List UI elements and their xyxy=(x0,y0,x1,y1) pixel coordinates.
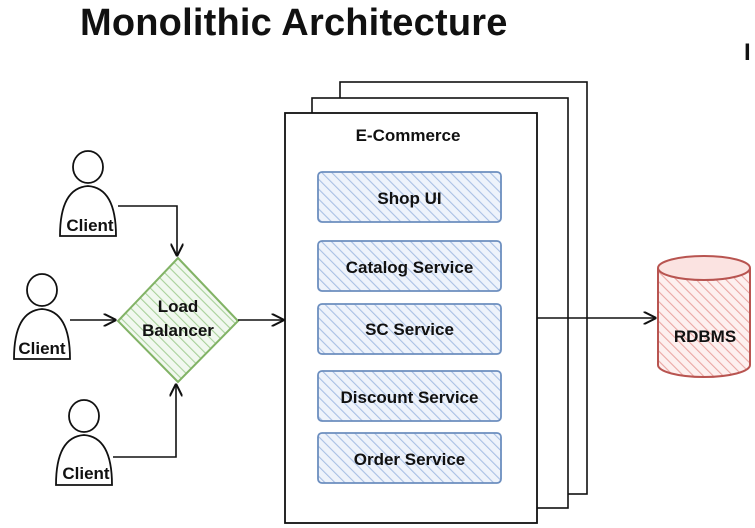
user-icon xyxy=(13,273,71,360)
load-balancer-label-line2: Balancer xyxy=(142,321,214,340)
client-bottom: Client xyxy=(55,399,113,486)
client-top: Client xyxy=(59,150,117,237)
connector-client-top-to-balancer xyxy=(118,205,177,255)
connector-client-bottom-to-balancer xyxy=(113,385,176,458)
service-sc: SC Service xyxy=(317,303,502,355)
client-label: Client xyxy=(62,464,110,483)
service-label: Discount Service xyxy=(341,388,479,407)
service-catalog: Catalog Service xyxy=(317,240,502,292)
service-order: Order Service xyxy=(317,432,502,484)
user-icon xyxy=(59,150,117,237)
service-shop-ui: Shop UI xyxy=(317,171,502,223)
service-label: SC Service xyxy=(365,320,454,339)
client-label: Client xyxy=(66,216,114,235)
load-balancer-label-line1: Load xyxy=(158,297,199,316)
page-title: Monolithic Architecture xyxy=(80,2,508,44)
service-discount: Discount Service xyxy=(317,370,502,422)
service-label: Shop UI xyxy=(377,189,441,208)
user-icon xyxy=(55,399,113,486)
database-label: RDBMS xyxy=(674,327,736,346)
database: RDBMS xyxy=(657,255,751,378)
load-balancer: Load Balancer xyxy=(116,256,240,384)
cropped-title-glyph: I xyxy=(744,40,751,66)
client-middle: Client xyxy=(13,273,71,360)
connectors xyxy=(70,205,655,458)
client-label: Client xyxy=(18,339,66,358)
service-label: Order Service xyxy=(354,450,466,469)
service-label: Catalog Service xyxy=(346,258,474,277)
app-title: E-Commerce xyxy=(356,126,461,145)
